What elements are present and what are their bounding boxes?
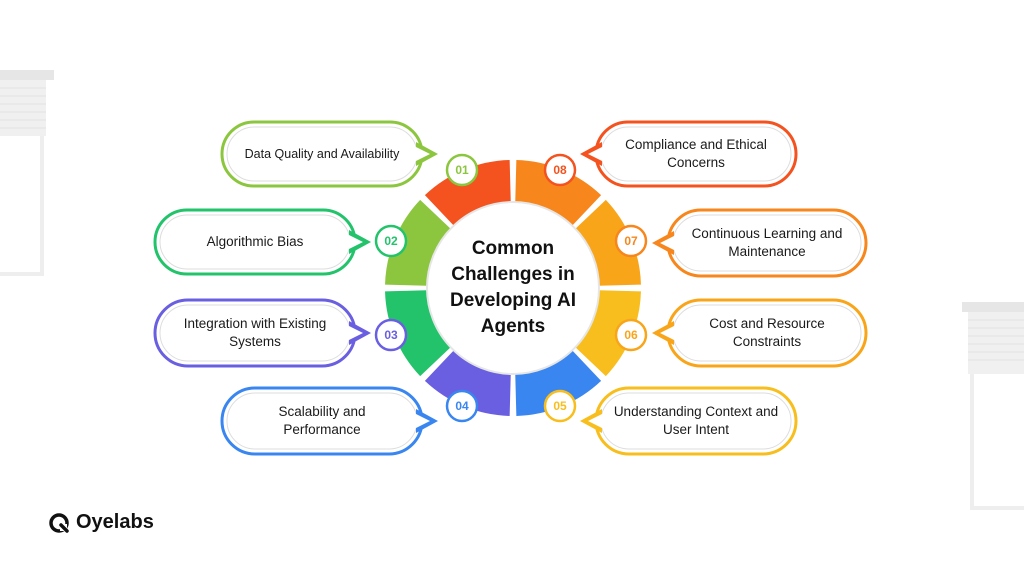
center-circle bbox=[426, 201, 600, 375]
challenge-card-02 bbox=[153, 208, 371, 276]
brand-logo: Oyelabs bbox=[48, 511, 154, 534]
challenge-label: Continuous Learning and Maintenance bbox=[691, 226, 843, 259]
ring-segment-04 bbox=[515, 350, 602, 416]
challenge-card-05 bbox=[580, 386, 798, 456]
number-badge-01 bbox=[445, 153, 479, 187]
ring-segment-05 bbox=[575, 290, 641, 377]
left-window-blind-decoration bbox=[0, 70, 54, 276]
right-window-blind-decoration bbox=[962, 302, 1024, 510]
challenge-label: Cost and Resource Constraints bbox=[709, 316, 825, 349]
step-number: 02 bbox=[384, 234, 398, 248]
number-badge-05 bbox=[543, 389, 577, 423]
challenge-label: Data Quality and Availability bbox=[244, 147, 400, 161]
number-badge-04 bbox=[445, 389, 479, 423]
challenge-card-07 bbox=[652, 208, 868, 278]
challenge-card-06 bbox=[652, 298, 868, 368]
challenge-label: Understanding Context and User Intent bbox=[613, 404, 779, 437]
ring-segment-07 bbox=[515, 160, 602, 226]
number-badge-03 bbox=[374, 318, 408, 352]
challenge-card-01 bbox=[220, 120, 438, 188]
center-title: Common Challenges in Developing AI Agent… bbox=[450, 238, 576, 337]
step-number: 04 bbox=[455, 399, 469, 413]
number-badge-07 bbox=[614, 224, 648, 258]
ring-segment-03 bbox=[424, 350, 511, 416]
challenge-label: Algorithmic Bias bbox=[206, 234, 304, 249]
brand-name: Oyelabs bbox=[76, 511, 154, 533]
ring-segment-02 bbox=[385, 290, 451, 377]
oyelabs-logo-icon bbox=[49, 512, 69, 533]
step-number: 03 bbox=[384, 328, 398, 342]
step-number: 06 bbox=[624, 328, 638, 342]
challenge-card-04 bbox=[220, 386, 438, 456]
ring-segment-08 bbox=[424, 160, 511, 226]
step-number: 07 bbox=[624, 234, 638, 248]
number-badge-06 bbox=[614, 318, 648, 352]
challenge-label: Scalability and Performance bbox=[278, 404, 366, 437]
step-number: 08 bbox=[553, 163, 567, 177]
number-badge-08 bbox=[543, 153, 577, 187]
challenge-label: Integration with Existing Systems bbox=[183, 316, 327, 349]
challenge-card-08 bbox=[580, 120, 798, 188]
challenge-card-03 bbox=[153, 298, 371, 368]
step-number: 01 bbox=[455, 163, 469, 177]
number-badge-02 bbox=[374, 224, 408, 258]
ring-segment-06 bbox=[575, 199, 641, 286]
step-number: 05 bbox=[553, 399, 567, 413]
ring-segment-01 bbox=[385, 199, 451, 286]
challenge-label: Compliance and Ethical Concerns bbox=[625, 137, 767, 170]
